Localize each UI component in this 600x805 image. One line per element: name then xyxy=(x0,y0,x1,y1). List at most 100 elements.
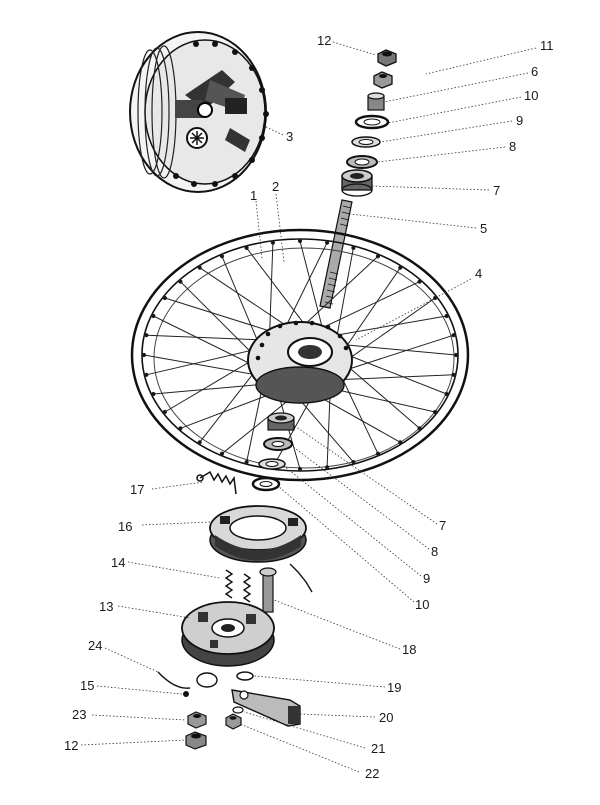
callout-18: 18 xyxy=(402,642,416,657)
spoke-nipple xyxy=(178,426,183,431)
spoke-nipple xyxy=(219,254,225,259)
spoke xyxy=(328,315,447,337)
callout-1: 1 xyxy=(250,188,257,203)
spoke xyxy=(146,348,258,376)
spoke-nipple xyxy=(151,391,156,397)
cable-24 xyxy=(157,671,218,689)
callout-9-lower: 9 xyxy=(423,571,430,586)
spoke-nipple xyxy=(244,460,249,465)
spoke-nipple xyxy=(144,372,149,377)
spoke xyxy=(298,255,379,331)
spoke-nipple xyxy=(297,238,303,244)
brake-shoes-16 xyxy=(209,505,307,563)
callout-8-top: 8 xyxy=(509,139,516,154)
ring-10-top xyxy=(354,114,390,130)
spoke-nipple xyxy=(375,254,381,259)
hub-4 xyxy=(247,320,353,404)
spoke xyxy=(269,242,274,338)
callout-15: 15 xyxy=(80,678,94,693)
spoke xyxy=(164,358,255,413)
spoke xyxy=(164,297,279,335)
spoke-nipple xyxy=(297,466,303,472)
spoke-nipple xyxy=(162,409,167,415)
spoke xyxy=(344,353,447,395)
callout-17: 17 xyxy=(130,482,144,497)
callout-24: 24 xyxy=(88,638,102,653)
spoke-nipple xyxy=(398,440,403,445)
washer-9-lower xyxy=(258,458,286,470)
axle-stack xyxy=(319,49,397,309)
nut-23 xyxy=(187,711,207,729)
ring-19 xyxy=(236,671,254,681)
springs-14 xyxy=(224,563,313,603)
nut-11 xyxy=(373,71,393,89)
spoke-nipple xyxy=(325,240,330,245)
spoke xyxy=(335,247,354,342)
spoke-nipple xyxy=(453,352,459,358)
callout-12-top: 12 xyxy=(317,33,331,48)
callout-14: 14 xyxy=(111,555,125,570)
spoke-nipple xyxy=(417,426,422,431)
nut-12-top xyxy=(377,49,397,67)
spoke xyxy=(339,343,457,356)
spoke-nipple xyxy=(444,313,449,319)
callout-8-lower: 8 xyxy=(431,544,438,559)
spoke-nipple xyxy=(151,313,156,319)
spoke xyxy=(345,297,436,362)
spoke-nipple xyxy=(141,352,147,358)
spoke-nipple xyxy=(351,460,356,465)
lever-20 xyxy=(231,689,301,727)
rim-outer xyxy=(130,228,470,482)
spoke xyxy=(246,247,310,331)
callout-13: 13 xyxy=(99,599,113,614)
brake-shoe-spring-17 xyxy=(196,470,237,495)
spoke xyxy=(153,315,256,367)
callout-21: 21 xyxy=(371,741,385,756)
callout-22: 22 xyxy=(365,766,379,781)
callout-23: 23 xyxy=(72,707,86,722)
spokes xyxy=(141,238,459,472)
lower-bearing-stack xyxy=(251,412,295,492)
spoke-nipple xyxy=(270,240,275,245)
callout-20: 20 xyxy=(379,710,393,725)
seal-8-top xyxy=(346,155,378,169)
spoke xyxy=(339,374,379,454)
spoke-nipple xyxy=(197,440,202,445)
callout-4: 4 xyxy=(475,266,482,281)
nut-12-bottom xyxy=(185,731,207,750)
spoke xyxy=(221,256,261,346)
spoke xyxy=(342,334,454,372)
spoke xyxy=(282,242,328,333)
callout-10-top: 10 xyxy=(524,88,538,103)
spoke-nipple xyxy=(398,265,403,270)
spoke-nipple xyxy=(433,295,438,301)
spoke-nipple xyxy=(433,409,438,415)
spoke xyxy=(299,240,325,335)
axle-5 xyxy=(319,199,353,309)
spoke xyxy=(146,334,266,341)
spoke-nipple xyxy=(244,245,249,250)
ring-10-lower xyxy=(251,476,281,492)
bearing-7-lower xyxy=(267,412,295,431)
leader-lines xyxy=(80,41,537,773)
spoke-nipple xyxy=(219,451,225,456)
spoke xyxy=(180,281,255,356)
spoke-nipple xyxy=(197,265,202,270)
callout-3: 3 xyxy=(286,129,293,144)
brake-drum-hub xyxy=(129,31,269,193)
spoke xyxy=(314,281,420,332)
callout-6: 6 xyxy=(531,64,538,79)
callout-16: 16 xyxy=(118,519,132,534)
spoke xyxy=(345,364,420,429)
spoke-nipple xyxy=(351,245,356,250)
spoke-nipple xyxy=(162,295,167,301)
brake-plate-13 xyxy=(181,601,275,667)
callout-19: 19 xyxy=(387,680,401,695)
spoke xyxy=(199,267,294,331)
spoke-nipple xyxy=(178,279,183,284)
callout-7-top: 7 xyxy=(493,183,500,198)
wheel xyxy=(130,228,470,482)
spoke-nipple xyxy=(144,333,149,338)
